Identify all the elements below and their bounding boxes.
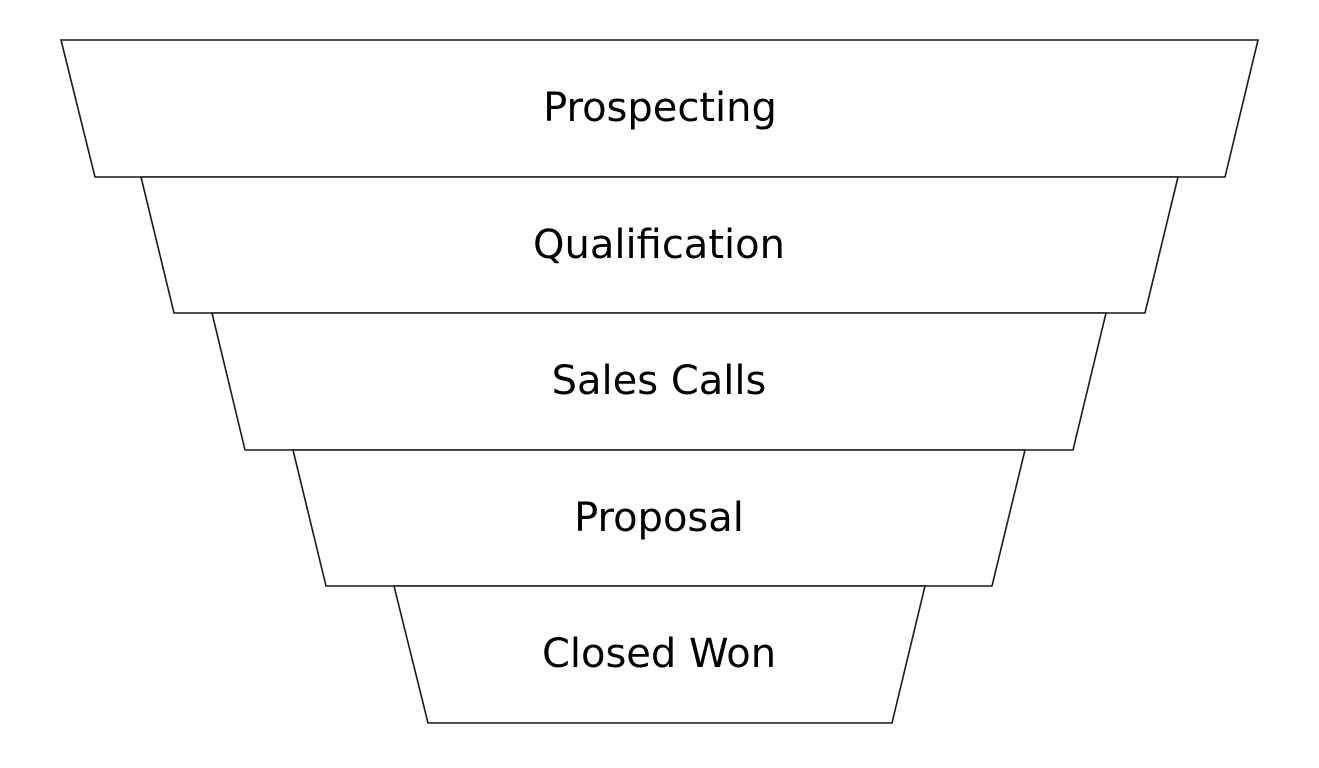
funnel-stage-proposal-shape (291, 449, 1027, 587)
funnel-stage-sales-calls-shape (210, 312, 1108, 451)
funnel-stage-qualification-shape (139, 176, 1180, 314)
funnel-stage-proposal: Proposal (291, 449, 1027, 587)
funnel-stage-qualification-label: Qualification (533, 222, 785, 268)
funnel-stage-sales-calls-label: Sales Calls (552, 358, 767, 404)
funnel-stage-sales-calls: Sales Calls (210, 312, 1108, 451)
funnel-stage-qualification: Qualification (139, 176, 1180, 314)
funnel-stage-closed-won-shape (392, 585, 927, 724)
funnel-stage-prospecting: Prospecting (59, 39, 1260, 178)
funnel-stage-prospecting-label: Prospecting (543, 85, 777, 131)
funnel-stage-closed-won: Closed Won (392, 585, 927, 724)
funnel-stage-prospecting-shape (59, 39, 1260, 178)
funnel-stage-closed-won-label: Closed Won (542, 631, 776, 677)
funnel-stage-proposal-label: Proposal (574, 495, 744, 541)
